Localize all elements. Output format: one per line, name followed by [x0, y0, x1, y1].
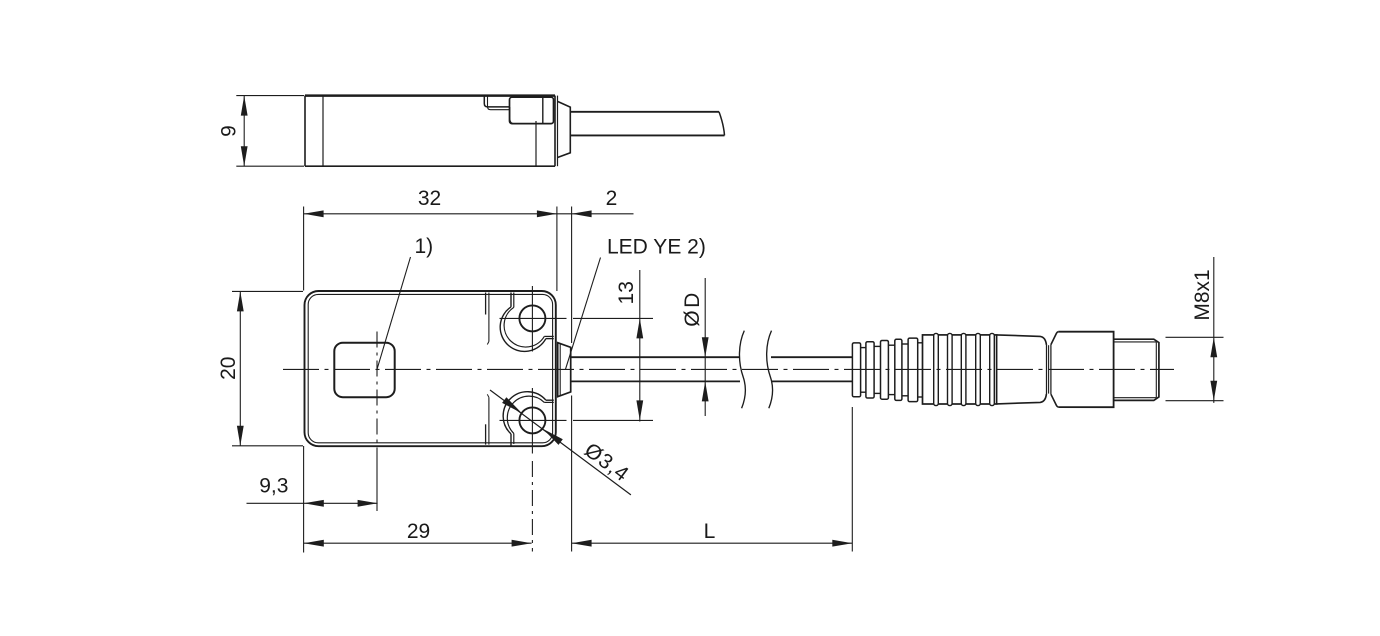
svg-text:32: 32 [418, 187, 441, 210]
svg-text:LED YE 2): LED YE 2) [607, 236, 706, 259]
svg-text:L: L [704, 520, 716, 543]
svg-text:M8x1: M8x1 [1191, 269, 1214, 320]
svg-text:13: 13 [615, 281, 638, 304]
svg-text:1): 1) [415, 235, 434, 258]
svg-text:9: 9 [217, 125, 240, 137]
svg-text:ØD: ØD [681, 290, 704, 327]
svg-text:29: 29 [407, 520, 430, 543]
svg-text:20: 20 [217, 357, 240, 380]
svg-text:9,3: 9,3 [259, 475, 288, 498]
svg-text:2: 2 [606, 187, 618, 210]
